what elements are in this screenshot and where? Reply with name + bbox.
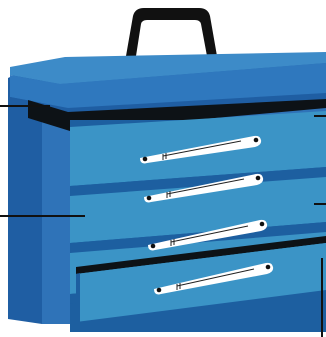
carry-handle-icon	[126, 8, 217, 56]
